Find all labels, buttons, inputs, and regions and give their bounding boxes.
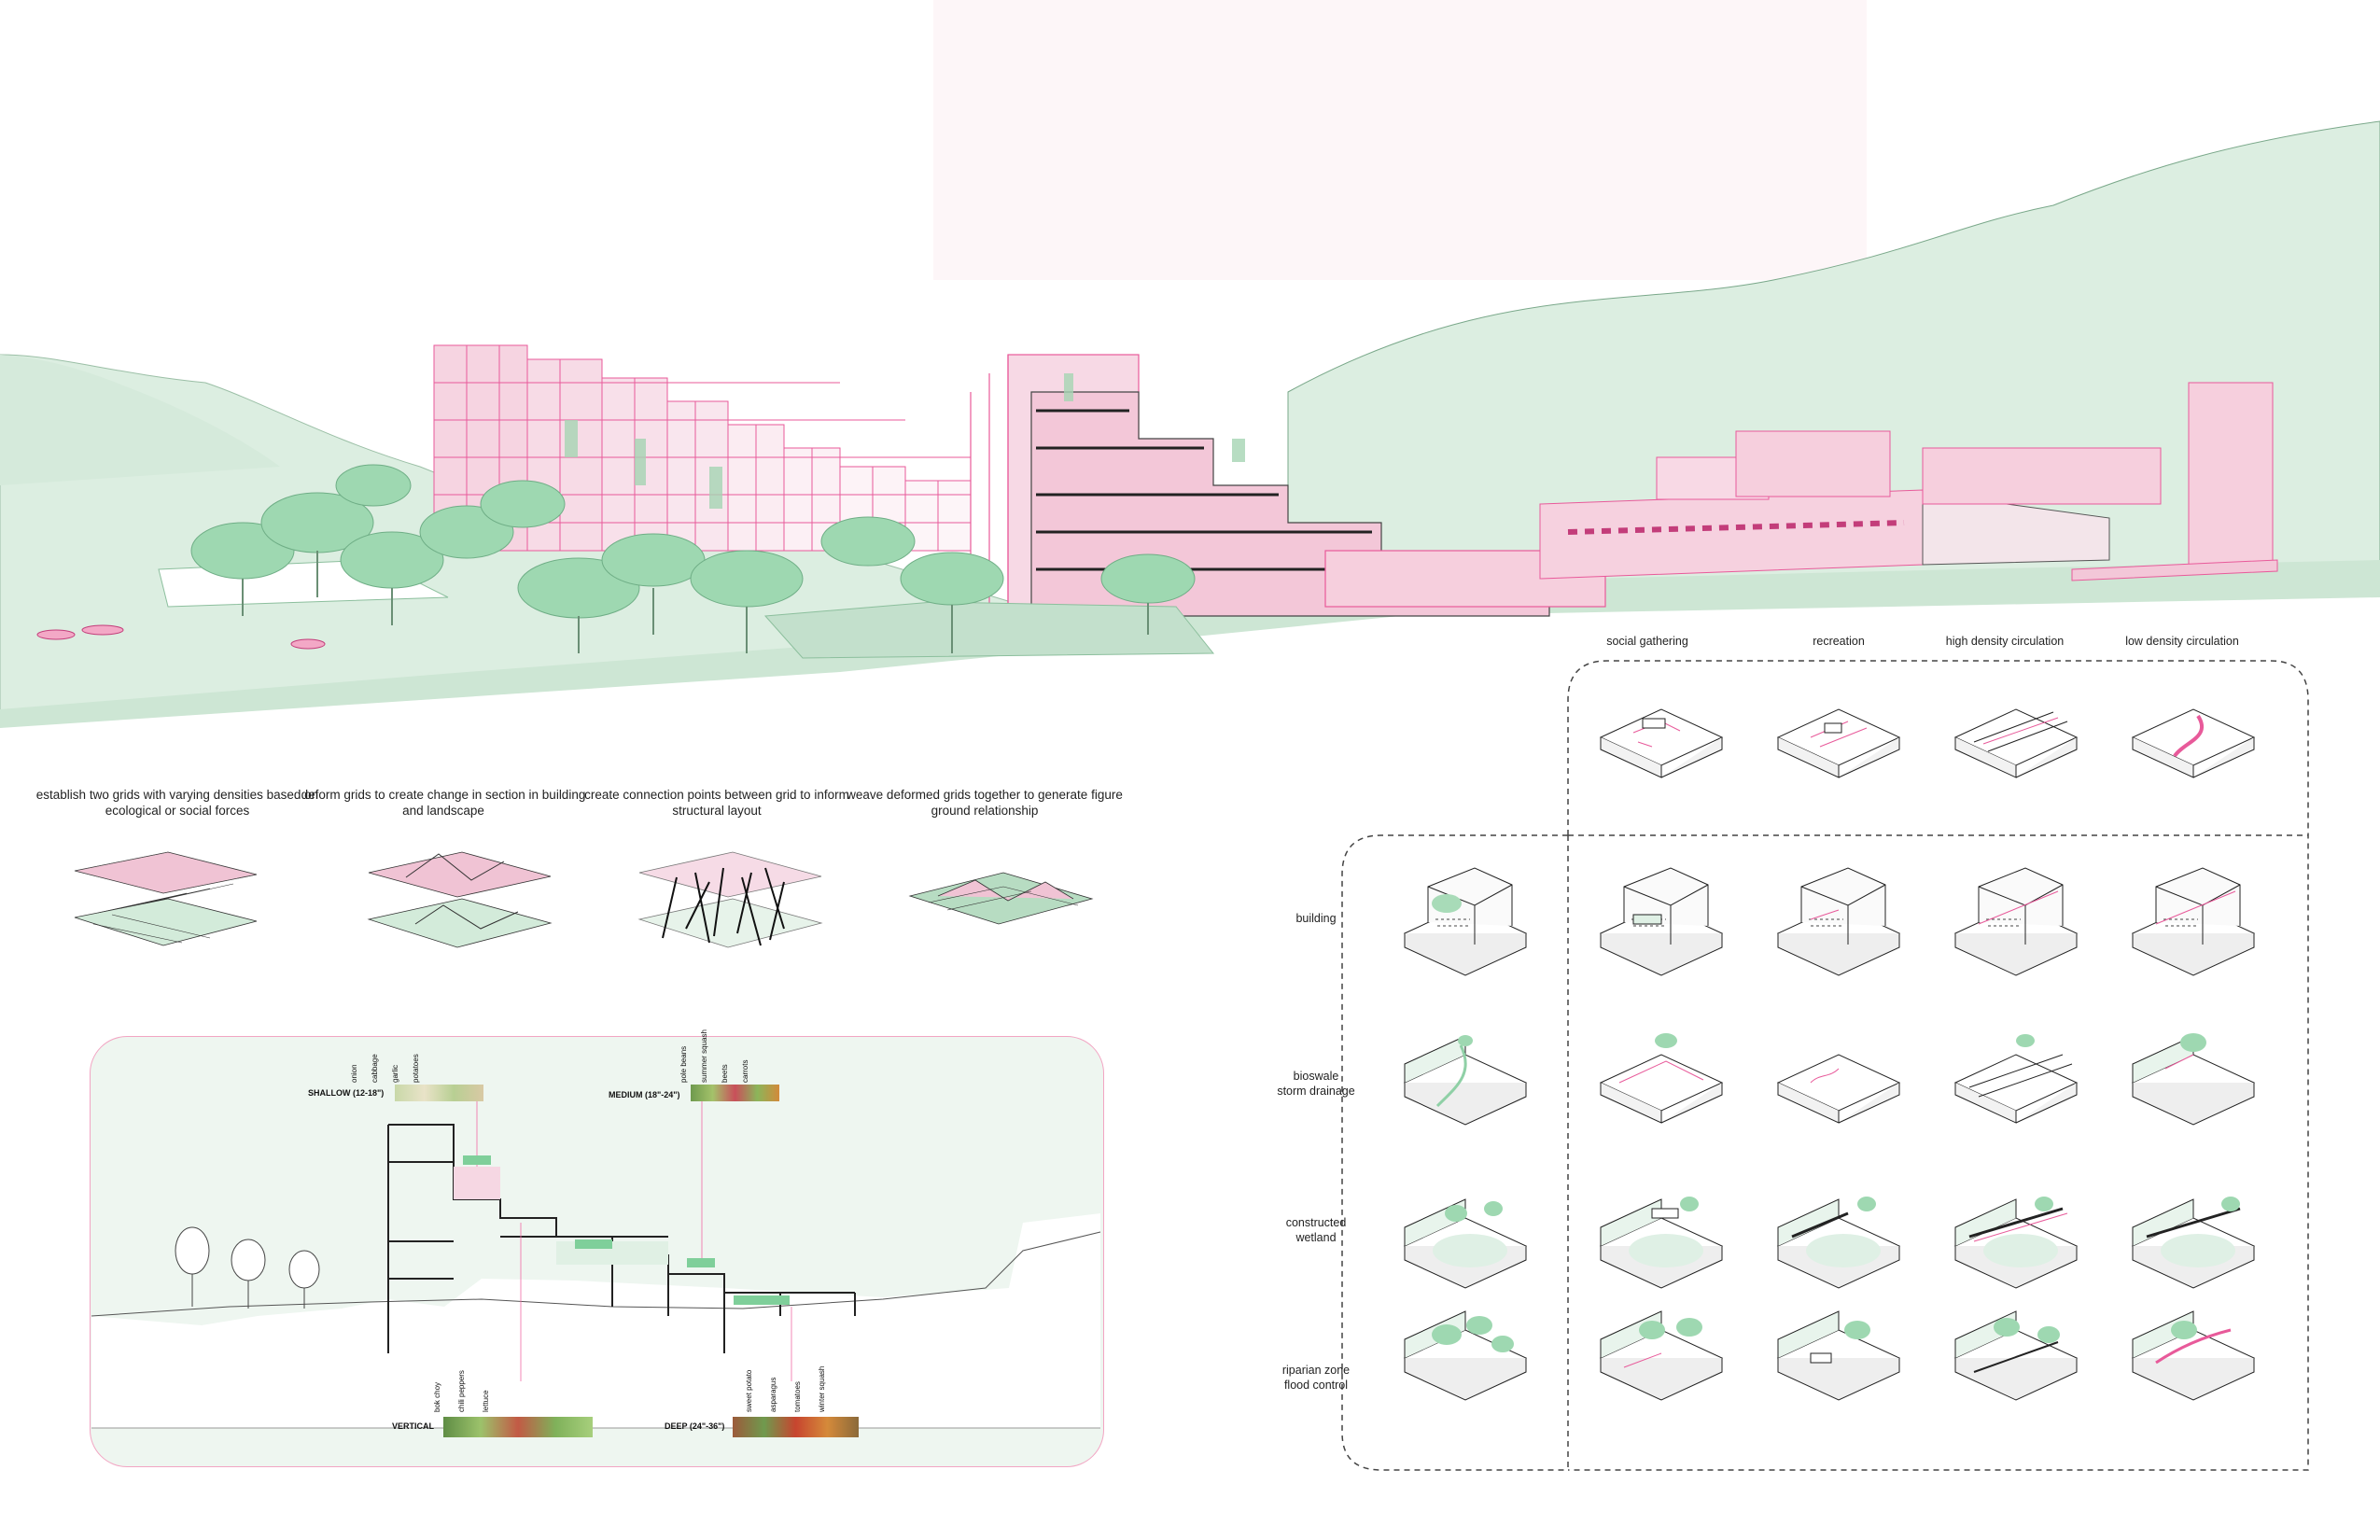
- column-header-social-gathering: social gathering: [1606, 635, 1688, 648]
- plant-summer-squash: summer squash: [700, 1029, 708, 1083]
- row-header-riparian-line1: riparian zone: [1281, 1364, 1351, 1377]
- planting-section-drawing: [91, 1092, 1101, 1429]
- row-header-wetland-line2: wetland: [1295, 1231, 1337, 1244]
- trees: [190, 464, 1196, 619]
- plant-carrots: carrots: [741, 1059, 749, 1083]
- plant-sweet-potato: sweet potato: [745, 1369, 753, 1412]
- step-4-diagram: [908, 872, 1094, 925]
- medium-image-strip: [691, 1085, 779, 1101]
- row-header-wetland-line1: constructed: [1285, 1216, 1347, 1229]
- plant-onion: onion: [350, 1064, 358, 1083]
- column-header-high-density-circulation: high density circulation: [1945, 635, 2065, 648]
- plant-bok-choy: bok choy: [433, 1381, 441, 1412]
- row-header-riparian: riparian zone flood control: [1251, 1363, 1381, 1393]
- section-trees: [175, 1226, 320, 1309]
- plant-cabbage: cabbage: [371, 1054, 379, 1083]
- deep-group: sweet potato asparagus tomatoes winter s…: [653, 1365, 877, 1437]
- plant-tomatoes: tomatoes: [793, 1381, 802, 1412]
- step-4-text: weave deformed grids together to generat…: [847, 788, 1123, 818]
- plant-garlic: garlic: [391, 1064, 399, 1083]
- plant-pole-beans: pole beans: [679, 1045, 688, 1083]
- long-building-right: [1539, 382, 2278, 581]
- plant-lettuce: lettuce: [482, 1390, 490, 1412]
- step-3-diagram: [637, 851, 823, 948]
- row-header-bioswale: bioswale storm drainage: [1251, 1069, 1381, 1099]
- perspective-rendering: [0, 0, 2380, 728]
- matrix-row-riparian: [1404, 1310, 2255, 1401]
- shallow-image-strip: [395, 1085, 483, 1101]
- row-header-wetland: constructed wetland: [1251, 1215, 1381, 1245]
- shallow-label: SHALLOW (12-18"): [308, 1088, 385, 1098]
- plant-chili-peppers: chili peppers: [457, 1370, 466, 1412]
- step-diagrams: [74, 851, 1094, 948]
- column-header-recreation: recreation: [1813, 635, 1865, 648]
- matrix-frames: [1341, 660, 2309, 1471]
- step-2-diagram: [367, 851, 553, 948]
- plant-asparagus: asparagus: [769, 1377, 777, 1412]
- row-header-building: building: [1251, 911, 1381, 926]
- vertical-group: bok choy chili peppers lettuce VERTICAL: [383, 1367, 607, 1437]
- matrix-diagrams: [1404, 708, 2255, 1401]
- medium-label: MEDIUM (18"-24"): [609, 1090, 680, 1099]
- step-1-text: establish two grids with varying densiti…: [35, 788, 319, 818]
- matrix-row-building: [1404, 867, 2255, 976]
- row-header-building-line1: building: [1295, 912, 1337, 925]
- matrix-row-top: [1600, 708, 2255, 778]
- step-1-diagram: [74, 851, 258, 946]
- vertical-image-strip: [443, 1417, 593, 1437]
- shallow-group: onion cabbage garlic potatoes SHALLOW (1…: [308, 1045, 504, 1101]
- row-header-riparian-line2: flood control: [1283, 1379, 1349, 1392]
- row-header-bioswale-line1: bioswale: [1293, 1070, 1339, 1083]
- matrix-row-bioswale: [1404, 1033, 2255, 1126]
- plant-potatoes: potatoes: [412, 1054, 420, 1083]
- plant-winter-squash: winter squash: [818, 1365, 826, 1412]
- row-header-bioswale-line2: storm drainage: [1277, 1085, 1355, 1098]
- matrix-row-wetland: [1404, 1197, 2255, 1289]
- plant-beets: beets: [721, 1064, 729, 1083]
- step-2-text: deform grids to create change in section…: [301, 788, 586, 818]
- deep-image-strip: [733, 1417, 859, 1437]
- deep-label: DEEP (24"-36"): [665, 1421, 725, 1431]
- vertical-label: VERTICAL: [392, 1421, 434, 1431]
- medium-group: pole beans summer squash beets carrots M…: [597, 1029, 812, 1101]
- step-3-text: create connection points between grid to…: [584, 788, 849, 818]
- column-header-low-density-circulation: low density circulation: [2125, 635, 2239, 648]
